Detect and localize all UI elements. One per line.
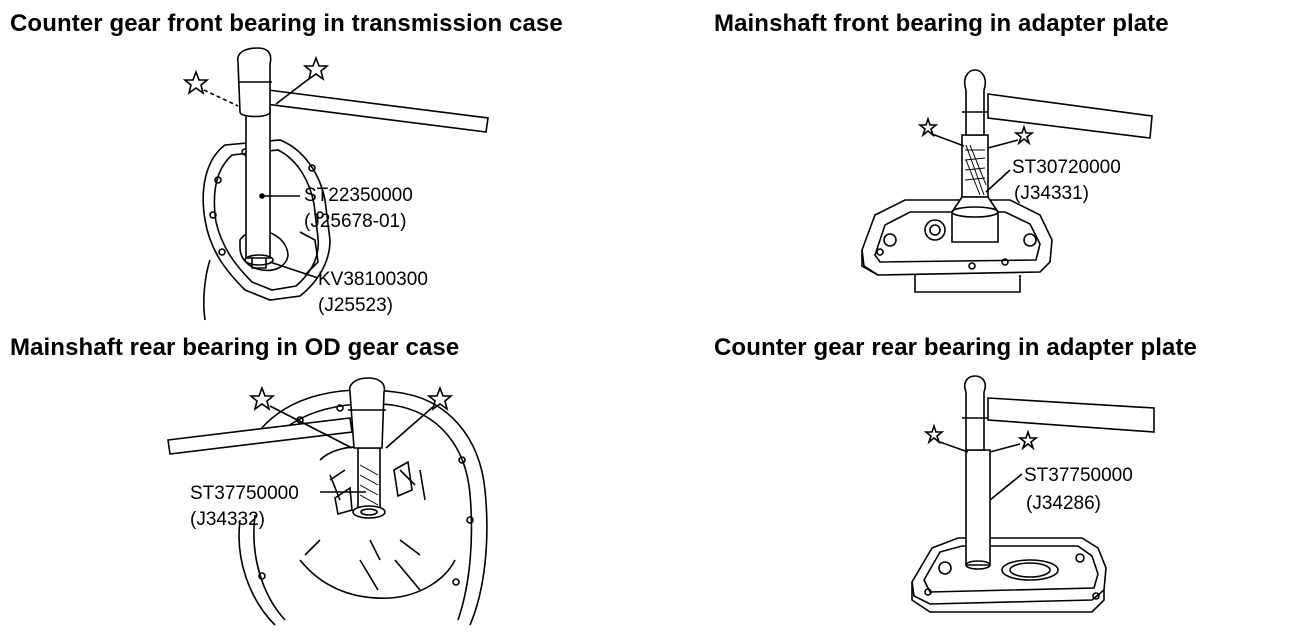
tool-ref-j34286: (J34286) <box>1026 493 1101 514</box>
tool-ref-j25678-01: (J25678-01) <box>304 211 407 232</box>
star-icon <box>926 426 942 442</box>
illustration-mainshaft-front <box>862 70 1152 292</box>
tool-ref-j34331: (J34331) <box>1014 183 1089 204</box>
star-icon <box>185 72 207 93</box>
gear-case-icon <box>203 140 330 320</box>
illustration-counter-rear <box>912 376 1154 612</box>
drift-tool-icon <box>245 108 273 268</box>
panel-title-counter-front: Counter gear front bearing in transmissi… <box>10 10 563 37</box>
star-icon <box>305 58 327 79</box>
illustration-counter-front <box>185 48 488 320</box>
tool-number-st37750000-od: ST37750000 <box>190 483 299 504</box>
hammer-icon <box>168 378 386 454</box>
drift-tool-icon <box>952 135 998 242</box>
tool-number-st37750000-adapter: ST37750000 <box>1024 465 1133 486</box>
hammer-icon <box>962 70 1152 138</box>
drift-tool-icon <box>353 448 385 518</box>
star-icon <box>920 119 936 135</box>
panel-title-counter-rear: Counter gear rear bearing in adapter pla… <box>714 334 1197 361</box>
panel-title-mainshaft-front: Mainshaft front bearing in adapter plate <box>714 10 1169 37</box>
gear-case-icon <box>912 538 1106 612</box>
tool-number-st22350000: ST22350000 <box>304 185 413 206</box>
star-icon <box>429 388 451 409</box>
star-icon <box>1020 432 1036 448</box>
star-icon <box>1016 127 1032 143</box>
star-icon <box>251 388 273 409</box>
gear-case-icon <box>239 390 487 625</box>
tool-ref-j34332: (J34332) <box>190 509 265 530</box>
hammer-icon <box>962 376 1154 450</box>
tool-number-kv38100300: KV38100300 <box>318 269 428 290</box>
tool-ref-j25523: (J25523) <box>318 295 393 316</box>
tool-number-st30720000: ST30720000 <box>1012 157 1121 178</box>
panel-title-mainshaft-rear: Mainshaft rear bearing in OD gear case <box>10 334 460 361</box>
illustration-mainshaft-rear <box>168 378 487 625</box>
hammer-icon <box>238 48 488 132</box>
drift-tool-icon <box>966 450 990 569</box>
